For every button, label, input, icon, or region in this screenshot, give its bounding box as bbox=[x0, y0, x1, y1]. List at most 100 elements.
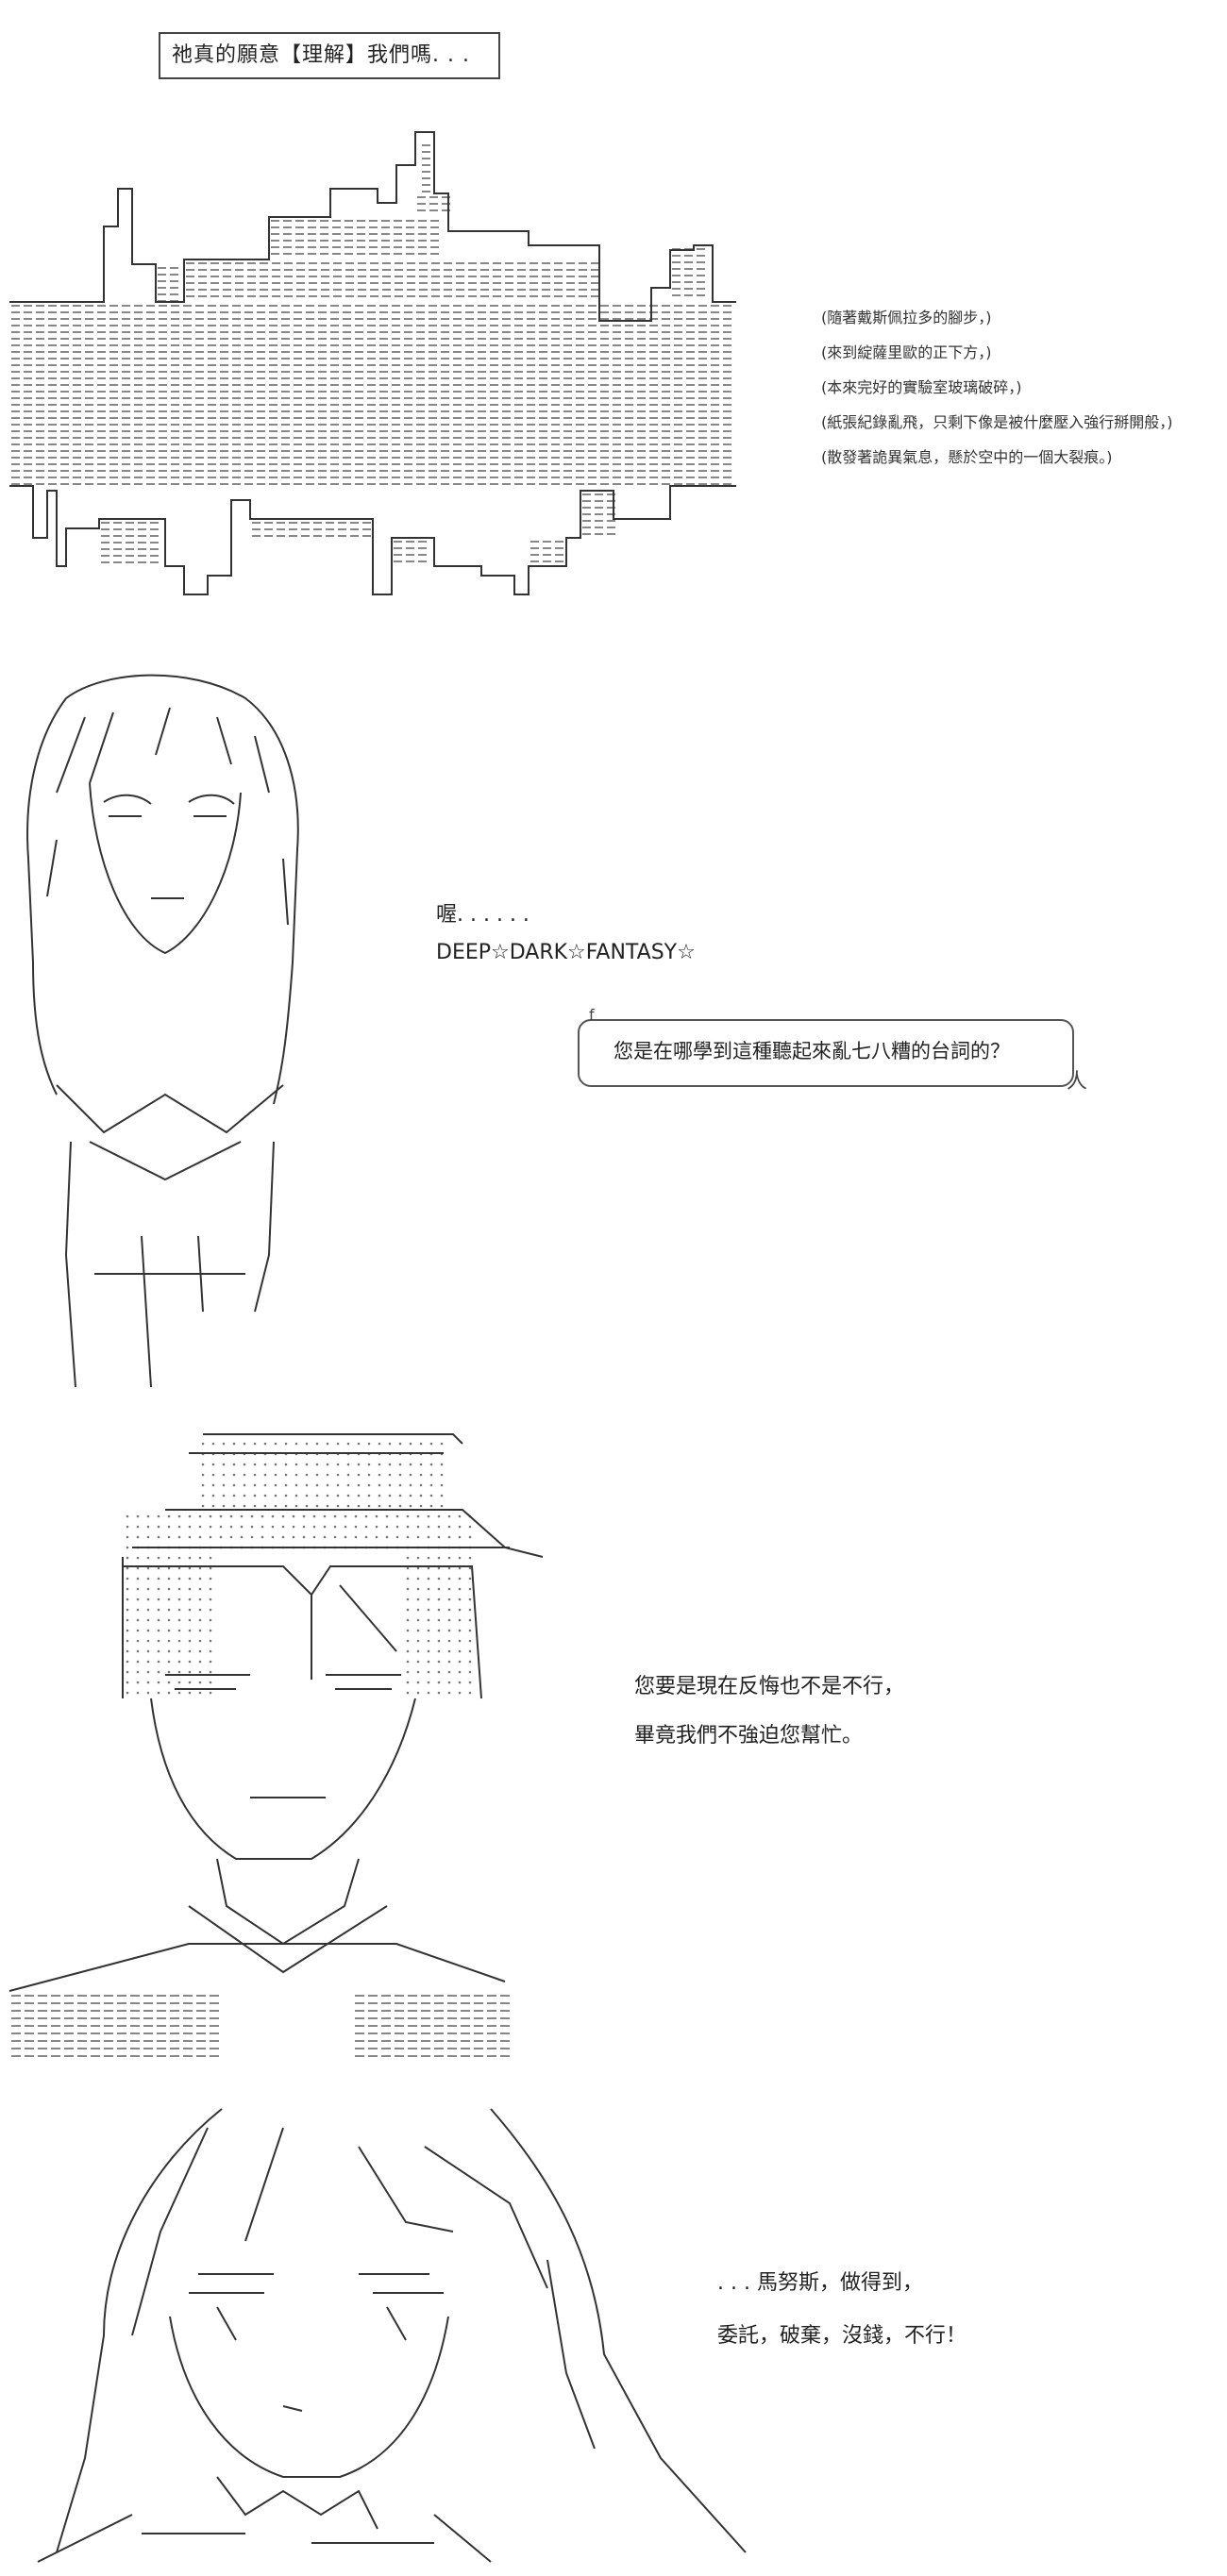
stipple-dot bbox=[157, 1525, 160, 1529]
stipple-dot bbox=[126, 1639, 129, 1643]
stipple-dot bbox=[229, 1514, 233, 1518]
stipple-dot bbox=[468, 1535, 472, 1539]
stipple-dot bbox=[157, 1535, 160, 1539]
hat-outline bbox=[122, 1433, 544, 1698]
stipple-dot bbox=[126, 1608, 129, 1612]
stipple-dot bbox=[201, 1463, 205, 1466]
eye-right bbox=[359, 2273, 444, 2341]
stipple-dot bbox=[198, 1629, 202, 1632]
stipple-dot bbox=[364, 1535, 368, 1539]
stipple-dot bbox=[284, 1463, 288, 1466]
stipple-dot bbox=[458, 1597, 462, 1601]
stipple-dot bbox=[126, 1587, 129, 1591]
stipple-dot bbox=[427, 1681, 430, 1684]
stipple-dot bbox=[209, 1681, 212, 1684]
scene2-dialog: 喔. . . . . . DEEP☆DARK☆FANTASY☆ bbox=[436, 896, 696, 972]
stipple-dot bbox=[253, 1504, 257, 1508]
stipple-dot bbox=[243, 1504, 246, 1508]
stipple-dot bbox=[406, 1535, 410, 1539]
stipple-dot bbox=[188, 1556, 192, 1560]
stipple-dot bbox=[274, 1494, 277, 1497]
stipple-dot bbox=[198, 1649, 202, 1653]
stipple-dot bbox=[427, 1514, 430, 1518]
stipple-dot bbox=[333, 1535, 337, 1539]
stipple-dot bbox=[447, 1597, 451, 1601]
stipple-dot bbox=[468, 1649, 472, 1653]
stipple-dot bbox=[177, 1670, 181, 1674]
stipple-dot bbox=[406, 1629, 410, 1632]
stipple-dot bbox=[367, 1442, 371, 1446]
stipple-dot bbox=[437, 1587, 441, 1591]
stipple-dot bbox=[136, 1535, 140, 1539]
stipple-dot bbox=[188, 1566, 192, 1570]
stipple-dot bbox=[126, 1577, 129, 1581]
stipple-dot bbox=[136, 1649, 140, 1653]
stipple-dot bbox=[232, 1504, 236, 1508]
stipple-dot bbox=[146, 1639, 150, 1643]
stipple-dot bbox=[388, 1473, 392, 1477]
stipple-dot bbox=[326, 1504, 329, 1508]
stipple-dot bbox=[274, 1463, 277, 1466]
stipple-dot bbox=[198, 1587, 202, 1591]
stipple-dot bbox=[312, 1535, 316, 1539]
stipple-dot bbox=[398, 1483, 402, 1487]
stipple-dot bbox=[126, 1535, 129, 1539]
scene4-dialog: . . . 馬努斯，做得到， 委託，破棄，沒錢，不行！ bbox=[717, 2265, 966, 2355]
stipple-dot bbox=[146, 1660, 150, 1664]
stipple-dot bbox=[294, 1442, 298, 1446]
stipple-dot bbox=[157, 1639, 160, 1643]
stipple-dot bbox=[375, 1525, 378, 1529]
stipple-dot bbox=[294, 1494, 298, 1497]
stipple-dot bbox=[447, 1618, 451, 1622]
stipple-dot bbox=[388, 1483, 392, 1487]
stipple-dot bbox=[126, 1670, 129, 1674]
stipple-dot bbox=[136, 1629, 140, 1632]
hair-strands bbox=[131, 2127, 596, 2450]
stipple-dot bbox=[157, 1587, 160, 1591]
stipple-dot bbox=[378, 1463, 381, 1466]
collar bbox=[142, 2476, 434, 2544]
stipple-dot bbox=[447, 1629, 451, 1632]
stipple-dot bbox=[406, 1639, 410, 1643]
stipple-dot bbox=[336, 1463, 340, 1466]
stipple-dot bbox=[429, 1442, 433, 1446]
coat-hatching bbox=[11, 1995, 510, 2057]
stipple-dot bbox=[458, 1681, 462, 1684]
stipple-dot bbox=[211, 1483, 215, 1487]
stipple-dot bbox=[378, 1483, 381, 1487]
stipple-dot bbox=[136, 1597, 140, 1601]
stipple-dot bbox=[344, 1525, 347, 1529]
stipple-dot bbox=[126, 1525, 129, 1529]
stipple-dot bbox=[406, 1660, 410, 1664]
stipple-dot bbox=[440, 1442, 444, 1446]
eye-left bbox=[165, 1674, 250, 1690]
stipple-dot bbox=[261, 1514, 264, 1518]
stipple-dot bbox=[177, 1577, 181, 1581]
stipple-dot bbox=[468, 1670, 472, 1674]
stipple-dot bbox=[409, 1463, 412, 1466]
stipple-dot bbox=[336, 1473, 340, 1477]
stipple-dot bbox=[367, 1463, 371, 1466]
stipple-dot bbox=[250, 1514, 254, 1518]
stipple-dot bbox=[243, 1463, 246, 1466]
stipple-dot bbox=[468, 1566, 472, 1570]
stipple-dot bbox=[167, 1670, 171, 1674]
stipple-dot bbox=[209, 1618, 212, 1622]
stipple-dot bbox=[416, 1691, 420, 1695]
stipple-dot bbox=[312, 1525, 316, 1529]
stipple-dot bbox=[136, 1566, 140, 1570]
stipple-dot bbox=[395, 1514, 399, 1518]
hair-outline-left bbox=[56, 2108, 223, 2553]
stipple-dot bbox=[406, 1681, 410, 1684]
stipple-dot bbox=[232, 1483, 236, 1487]
stipple-dot bbox=[447, 1514, 451, 1518]
stipple-dot bbox=[357, 1483, 361, 1487]
stipple-dot bbox=[146, 1691, 150, 1695]
scene3-dialog: 您要是現在反悔也不是不行， 畢竟我們不強迫您幫忙。 bbox=[634, 1668, 904, 1755]
stipple-dot bbox=[312, 1514, 316, 1518]
stipple-dot bbox=[146, 1618, 150, 1622]
neck-collar bbox=[188, 1858, 388, 1974]
stipple-dot bbox=[447, 1639, 451, 1643]
stipple-dot bbox=[294, 1504, 298, 1508]
stipple-dot bbox=[177, 1535, 181, 1539]
